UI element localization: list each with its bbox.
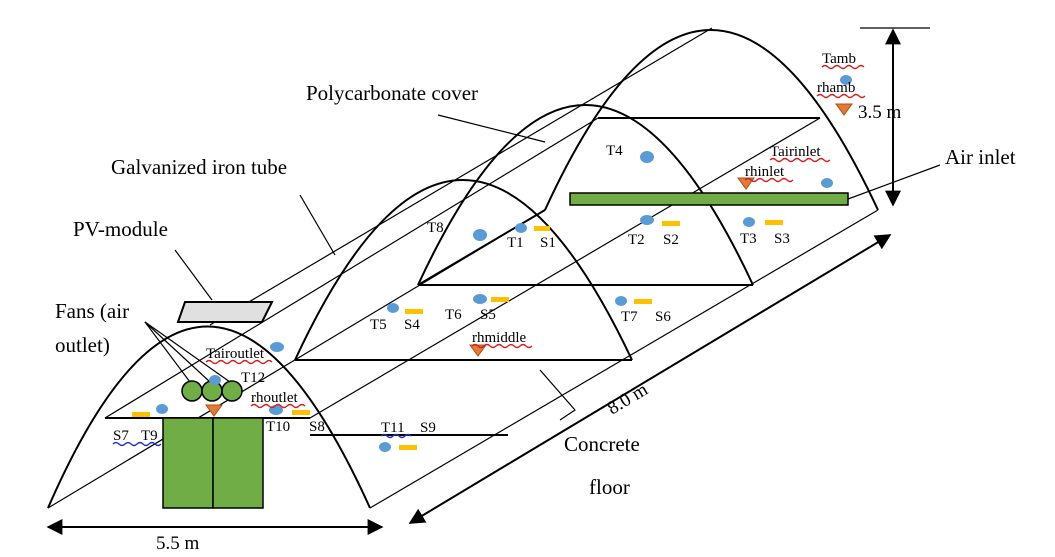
label-s2: S2 bbox=[663, 232, 679, 248]
pv-module bbox=[176, 301, 274, 323]
label-s7: S7 bbox=[113, 428, 129, 444]
sensor-dot-t2 bbox=[640, 215, 654, 225]
door-right bbox=[212, 417, 264, 509]
label-tairoutlet: Tairoutlet bbox=[206, 346, 265, 362]
squiggle-rhinlet bbox=[744, 177, 794, 183]
label-t11: T11 bbox=[381, 420, 405, 436]
label-fans-line1: Fans (air bbox=[55, 299, 129, 323]
sensor-dot-t12 bbox=[209, 375, 221, 385]
label-polycarbonate-cover: Polycarbonate cover bbox=[306, 81, 478, 105]
label-s4: S4 bbox=[404, 317, 420, 333]
label-t5: T5 bbox=[370, 317, 387, 333]
sensor-bar-s8 bbox=[292, 410, 310, 415]
arch-front bbox=[47, 325, 371, 509]
label-tamb: Tamb bbox=[822, 51, 856, 67]
pointer-tube bbox=[299, 194, 336, 256]
label-t9: T9 bbox=[141, 428, 158, 444]
door-left bbox=[162, 417, 214, 509]
sensor-dot-t4 bbox=[640, 151, 654, 163]
sensor-dot-t8 bbox=[473, 229, 487, 241]
squiggle-tairinlet bbox=[769, 157, 831, 163]
sensor-bar-s5 bbox=[491, 297, 509, 302]
air-inlet-bar bbox=[569, 192, 849, 206]
squiggle-rhmiddle bbox=[471, 343, 533, 349]
label-s8: S8 bbox=[309, 419, 325, 435]
sensor-tri-rhamb bbox=[835, 103, 853, 116]
roof-line-right bbox=[309, 117, 821, 419]
sensor-tri-rhoutlet bbox=[205, 404, 223, 417]
label-rhamb: rhamb bbox=[817, 80, 855, 96]
label-concrete-line1: Concrete bbox=[564, 432, 640, 456]
label-air-inlet: Air inlet bbox=[945, 145, 1016, 169]
squiggle-t11 bbox=[380, 433, 412, 439]
label-tairinlet: Tairinlet bbox=[770, 144, 821, 160]
pointer-fan-1 bbox=[144, 321, 191, 383]
fan-3 bbox=[221, 380, 243, 402]
sensor-dot-t3 bbox=[743, 217, 755, 227]
label-rhinlet: rhinlet bbox=[745, 164, 785, 180]
sensor-bar-s9 bbox=[399, 445, 417, 450]
label-t8: T8 bbox=[427, 220, 444, 236]
pointer-fan-3 bbox=[144, 321, 231, 383]
sensor-dot-tairinlet bbox=[821, 178, 833, 188]
sensor-dot-tamb bbox=[840, 75, 852, 85]
label-dim-height: 3.5 m bbox=[858, 102, 902, 123]
label-s3: S3 bbox=[774, 231, 790, 247]
arch-back bbox=[544, 29, 879, 211]
label-pv-module: PV-module bbox=[73, 217, 168, 241]
label-t10: T10 bbox=[266, 419, 290, 435]
label-s1: S1 bbox=[540, 235, 556, 251]
label-t7: T7 bbox=[621, 309, 638, 325]
ridge-line bbox=[209, 27, 713, 326]
label-t6: T6 bbox=[445, 307, 462, 323]
label-concrete-line2: floor bbox=[589, 475, 630, 499]
roof-line-left bbox=[104, 117, 599, 419]
label-t12: T12 bbox=[241, 370, 265, 386]
sensor-dot-t6 bbox=[473, 294, 487, 304]
sensor-dot-t9 bbox=[156, 404, 168, 414]
squiggle-rhamb bbox=[816, 93, 866, 99]
pointer-fan-2 bbox=[144, 321, 211, 383]
sensor-bar-s7 bbox=[132, 412, 150, 417]
squiggle-tamb bbox=[821, 64, 865, 70]
sensor-dot-t11 bbox=[379, 442, 391, 452]
pointer-concrete bbox=[539, 369, 576, 421]
pointer-pv bbox=[174, 249, 213, 301]
sensor-dot-t5 bbox=[387, 303, 399, 313]
pointer-polycarbonate bbox=[437, 114, 546, 143]
label-t1: T1 bbox=[507, 235, 524, 251]
sensor-dot-t7 bbox=[615, 296, 627, 306]
sensor-dot-t1 bbox=[515, 223, 527, 233]
label-s5: S5 bbox=[480, 307, 496, 323]
sensor-bar-s2 bbox=[662, 221, 680, 226]
sensor-dot-tairoutlet bbox=[270, 342, 284, 352]
label-t4: T4 bbox=[606, 143, 623, 159]
label-dim-length: 8.0 m bbox=[604, 379, 652, 419]
dim-length-arrow bbox=[408, 234, 892, 524]
sensor-bar-s6 bbox=[634, 299, 652, 304]
label-fans-line2: outlet) bbox=[55, 333, 110, 357]
sensor-bar-s1 bbox=[534, 226, 550, 231]
label-dim-width: 5.5 m bbox=[156, 533, 200, 554]
label-s9: S9 bbox=[420, 420, 436, 436]
label-s6: S6 bbox=[655, 309, 671, 325]
squiggle-rhoutlet bbox=[250, 403, 306, 409]
arch-2 bbox=[294, 179, 633, 361]
label-rhoutlet: rhoutlet bbox=[251, 390, 298, 406]
label-galvanized-tube: Galvanized iron tube bbox=[111, 155, 287, 179]
sensor-bar-s4 bbox=[405, 309, 423, 314]
squiggle-tairoutlet bbox=[205, 359, 273, 365]
squiggle-s7-t9 bbox=[112, 441, 162, 447]
label-t2: T2 bbox=[628, 232, 645, 248]
label-t3: T3 bbox=[740, 231, 757, 247]
sensor-tri-rhinlet bbox=[737, 177, 755, 190]
label-rhmiddle: rhmiddle bbox=[472, 330, 526, 346]
sensor-bar-s3 bbox=[765, 220, 783, 225]
fan-1 bbox=[181, 380, 203, 402]
